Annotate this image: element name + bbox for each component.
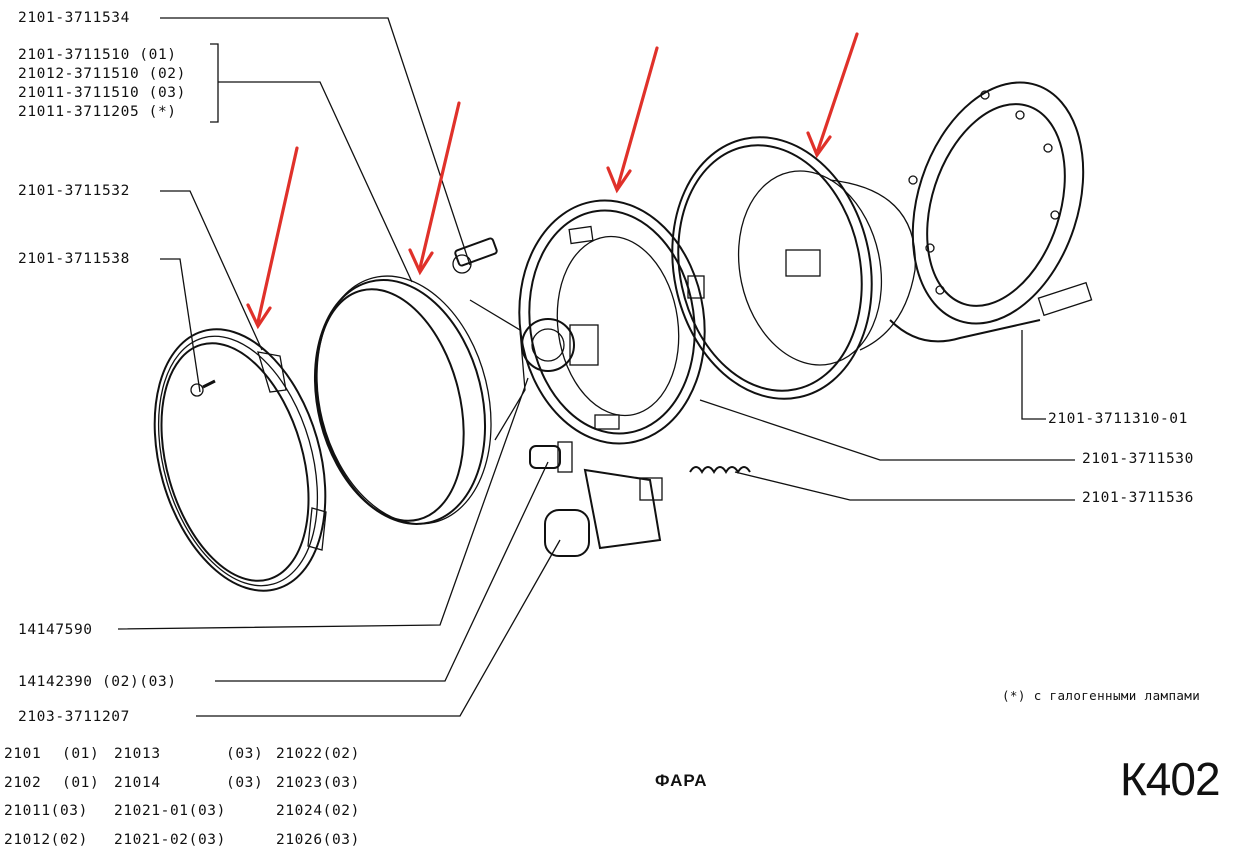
models-cell: (01) (62, 746, 100, 762)
red-arrow-housing (816, 32, 859, 152)
models-cell: 21023(03) (276, 774, 360, 791)
bulb-parking-part (529, 441, 573, 473)
models-row: 21011(03) 21021-01(03) 21024(02) (4, 797, 360, 826)
models-cell: 21026(03) (276, 831, 360, 848)
label-spring: 2101-3711536 (1082, 490, 1194, 506)
red-arrow-rim (256, 146, 299, 324)
models-table: 2101 (01) 21013 (03) 21022(02) 2102 (01) 21014 (… (4, 740, 360, 854)
models-cell: 21022(02) (276, 746, 360, 762)
leader-bulb-main (215, 461, 549, 682)
page-title: ФАРА (655, 771, 708, 790)
label-optic-halogen: 21011-3711205 (*) (18, 104, 177, 120)
models-cell: 2102 (4, 774, 42, 791)
leader-bolt (160, 17, 471, 266)
label-bolt: 2101-3711534 (18, 10, 130, 26)
leader-spring (734, 471, 1075, 501)
models-cell: (03) (226, 746, 264, 762)
models-cell: 21021-01(03) (114, 803, 226, 819)
adjust-bolt-part (452, 237, 498, 274)
label-bulb-parking: 14147590 (18, 622, 93, 638)
outer-rim-part (153, 328, 327, 592)
red-arrow-inner-rim (616, 46, 659, 188)
models-row: 21012(02) 21021-02(03) 21026(03) (4, 826, 360, 854)
label-bulb-halogen: 2103-3711207 (18, 709, 130, 725)
leader-screw (160, 258, 201, 393)
models-cell: 2101 (4, 746, 42, 762)
models-cell: 21021-02(03) (114, 831, 226, 848)
catalog-code: К402 (1120, 753, 1221, 805)
models-cell: (03) (226, 774, 264, 791)
models-cell: 21012(02) (4, 831, 88, 848)
label-optic-02: 21012-3711510 (02) (18, 66, 186, 82)
leader-bulb-parking (117, 377, 529, 630)
models-row: 2102 (01) 21014 (03) 21023(03) (4, 769, 360, 798)
label-rim: 2101-3711532 (18, 183, 130, 199)
halogen-note: (*) с галогенными лампами (1002, 688, 1201, 703)
label-optic-03: 21011-3711510 (03) (18, 85, 186, 101)
label-optic-01: 2101-3711510 (01) (18, 47, 177, 63)
label-screw: 2101-3711538 (18, 251, 130, 267)
label-bulb-main: 14142390 (02)(03) (18, 674, 177, 690)
models-cell: 21013 (114, 746, 161, 762)
models-cell: 21024(02) (276, 803, 360, 819)
models-cell: 21011(03) (4, 803, 88, 819)
optic-lens-part (313, 275, 526, 525)
bulb-halogen-part (544, 468, 663, 557)
models-row: 2101 (01) 21013 (03) 21022(02) (4, 740, 360, 769)
housing-part (671, 136, 1093, 400)
leader-housing (1021, 330, 1046, 420)
red-arrow-optic (418, 101, 461, 270)
leader-bulb-halogen (196, 539, 561, 717)
label-inner-rim: 2101-3711530 (1082, 451, 1194, 467)
inner-rim-part (518, 199, 706, 445)
models-cell: (01) (62, 774, 100, 791)
leader-inner-rim (699, 399, 1075, 461)
models-cell: 21014 (114, 774, 161, 791)
label-housing: 2101-3711310-01 (1048, 411, 1188, 427)
spring-part (689, 466, 751, 474)
leader-rim (160, 190, 263, 351)
leader-optic-bracket (210, 43, 219, 123)
leader-optic (218, 81, 413, 283)
mounting-ring-part (908, 81, 1085, 325)
